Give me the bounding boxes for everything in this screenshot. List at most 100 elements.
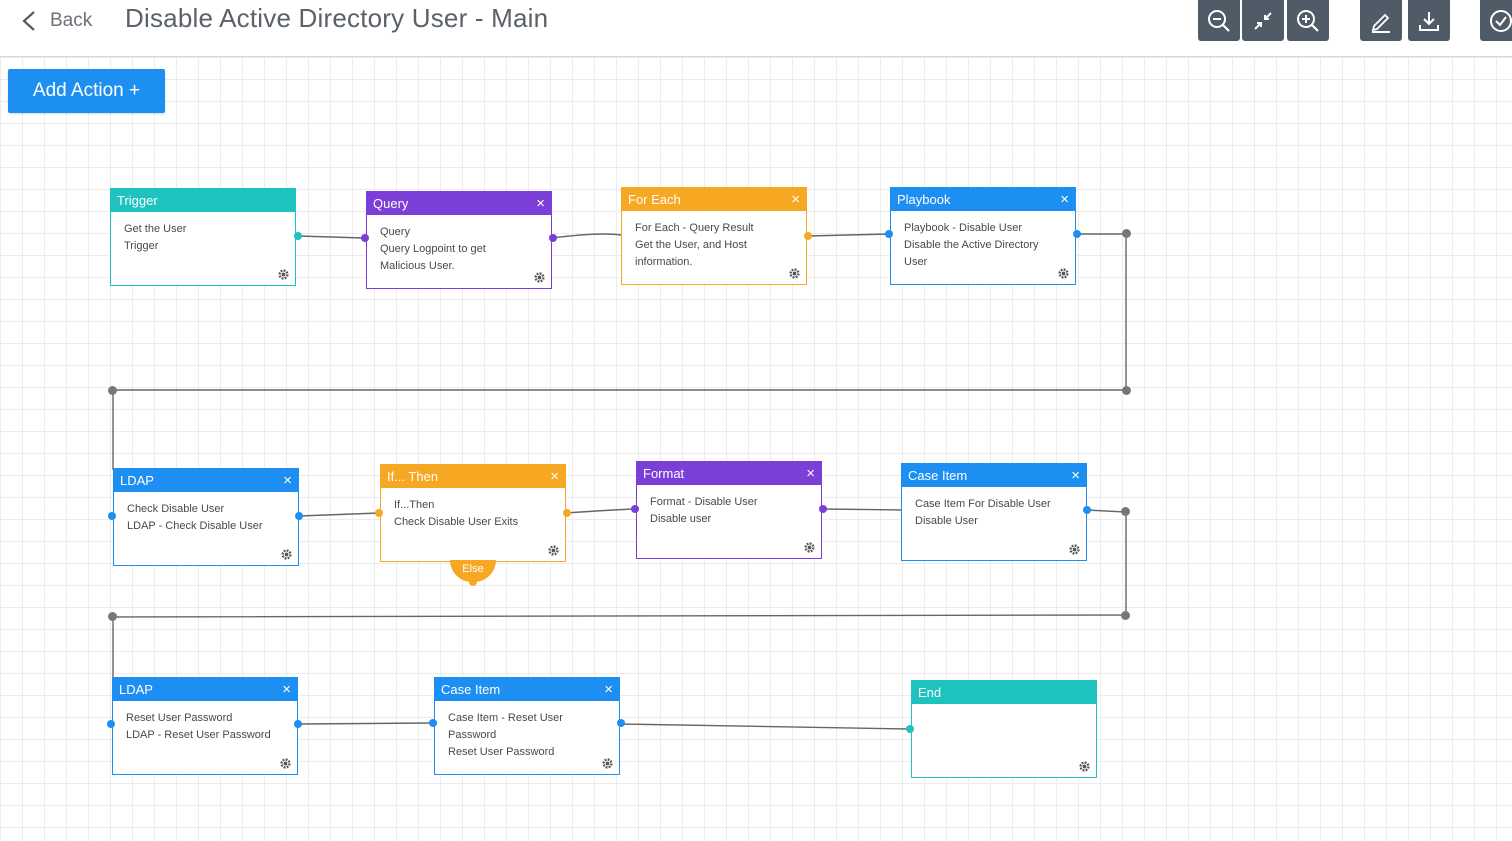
gear-icon[interactable] [1078,760,1091,773]
node-body: Playbook - Disable User Disable the Acti… [891,211,1075,271]
close-icon[interactable]: × [806,465,815,482]
node-line: information. [635,256,693,268]
close-icon[interactable]: × [282,681,291,698]
input-port[interactable] [631,505,639,513]
node-body: Check Disable User LDAP - Check Disable … [114,492,298,535]
output-port[interactable] [1073,230,1081,238]
wire-foreach-playbook [807,233,890,237]
node-line: If...Then [394,499,435,511]
edit-button[interactable] [1360,0,1402,41]
input-port[interactable] [429,719,437,727]
node-title: Case Item [441,682,501,697]
else-port[interactable] [469,578,477,586]
close-icon[interactable]: × [536,195,545,212]
output-port[interactable] [563,509,571,517]
node-ldap-check[interactable]: LDAP × Check Disable User LDAP - Check D… [113,468,299,566]
node-header: LDAP × [113,678,297,701]
node-line: Query [380,226,410,238]
gear-icon[interactable] [1057,267,1070,280]
node-title: LDAP [120,473,154,488]
gear-icon[interactable] [601,757,614,770]
zoom-out-button[interactable] [1198,0,1240,41]
node-line: Disable User [915,515,978,527]
input-port[interactable] [361,234,369,242]
node-body: For Each - Query Result Get the User, an… [622,211,806,271]
node-header: Trigger [111,189,295,212]
node-playbook[interactable]: Playbook × Playbook - Disable User Disab… [890,187,1076,285]
wire-ldap2-caseitem2 [297,722,433,725]
gear-icon[interactable] [1068,543,1081,556]
output-port[interactable] [804,232,812,240]
close-icon[interactable]: × [550,468,559,485]
close-icon[interactable]: × [791,191,800,208]
node-title: Query [373,196,409,211]
close-icon[interactable]: × [1060,191,1069,208]
back-label: Back [50,10,93,31]
node-line: LDAP - Reset User Password [126,729,271,741]
else-branch[interactable]: Else [450,560,496,582]
zoom-in-icon [1297,9,1319,32]
zoom-in-button[interactable] [1287,0,1329,41]
gear-icon[interactable] [280,548,293,561]
node-if-then[interactable]: If... Then × If...Then Check Disable Use… [380,464,566,562]
output-port[interactable] [549,234,557,242]
download-icon [1419,11,1439,31]
node-header: For Each × [622,188,806,211]
input-port[interactable] [375,509,383,517]
node-title: LDAP [119,682,153,697]
output-port[interactable] [294,720,302,728]
node-body: Reset User Password LDAP - Reset User Pa… [113,701,297,744]
validate-button[interactable] [1480,0,1512,41]
node-line: Playbook - Disable User [904,222,1022,234]
node-for-each[interactable]: For Each × For Each - Query Result Get t… [621,187,807,285]
gear-icon[interactable] [533,271,546,284]
node-header: Case Item × [435,678,619,701]
node-header: Format × [637,462,821,485]
node-end[interactable]: End [911,680,1097,778]
output-port[interactable] [819,505,827,513]
fit-to-screen-button[interactable] [1242,0,1284,41]
gear-icon[interactable] [803,541,816,554]
gear-icon[interactable] [788,267,801,280]
wire-format-caseitem1 [821,508,902,511]
wire-caseitem2-end [619,723,911,730]
node-query[interactable]: Query × Query Query Logpoint to get Mali… [366,191,552,289]
gear-icon[interactable] [279,757,292,770]
node-line: Check Disable User [127,503,225,515]
chevron-left-icon [22,11,35,31]
add-action-button[interactable]: Add Action + [8,69,165,113]
input-port[interactable] [107,720,115,728]
node-ldap-reset[interactable]: LDAP × Reset User Password LDAP - Reset … [112,677,298,775]
node-trigger[interactable]: Trigger Get the User Trigger [110,188,296,286]
node-format[interactable]: Format × Format - Disable User Disable u… [636,461,822,559]
node-body: Case Item - Reset User Password Reset Us… [435,701,619,761]
output-port[interactable] [1083,506,1091,514]
gear-icon[interactable] [547,544,560,557]
node-line: Get the User [124,223,187,235]
input-port[interactable] [885,230,893,238]
node-title: If... Then [387,469,439,484]
output-port[interactable] [617,719,625,727]
node-line: Case Item - Reset User [448,712,563,724]
node-case-item-disable[interactable]: Case Item × Case Item For Disable User D… [901,463,1087,561]
wire-ifthen-format [565,508,635,514]
node-case-item-reset[interactable]: Case Item × Case Item - Reset User Passw… [434,677,620,775]
node-body: If...Then Check Disable User Exits [381,488,565,531]
output-port[interactable] [295,512,303,520]
close-icon[interactable]: × [283,472,292,489]
close-icon[interactable]: × [1071,467,1080,484]
check-circle-icon [1490,9,1512,32]
node-title: Case Item [908,468,968,483]
input-port[interactable] [906,725,914,733]
node-line: User [904,256,928,268]
node-title: For Each [628,192,681,207]
input-port[interactable] [108,512,116,520]
close-icon[interactable]: × [604,681,613,698]
node-line: Trigger [124,240,159,252]
node-line: Case Item For Disable User [915,498,1051,510]
node-line: Password [448,729,497,741]
gear-icon[interactable] [277,268,290,281]
output-port[interactable] [294,232,302,240]
back-button[interactable]: Back [20,6,92,36]
download-button[interactable] [1408,0,1450,41]
